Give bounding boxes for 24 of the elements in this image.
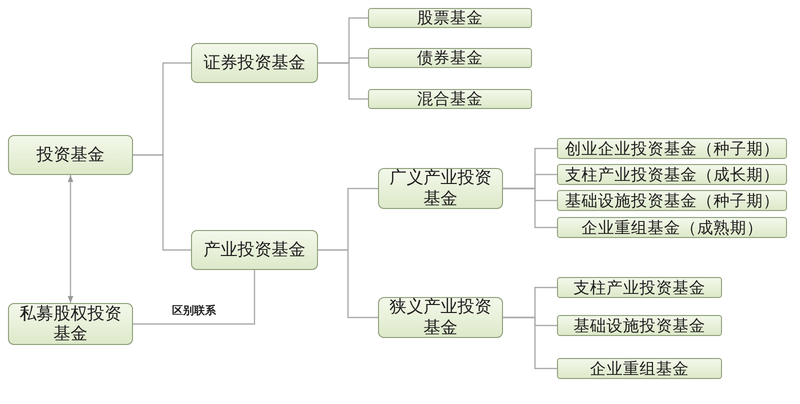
connector-line xyxy=(133,270,256,325)
category-box: 广义产业投资基金 xyxy=(378,168,503,209)
category-box: 产业投资基金 xyxy=(191,230,318,270)
fund-type-box: 股票基金 xyxy=(368,8,532,28)
fund-type-box: 支柱产业投资基金（成长期） xyxy=(557,164,787,185)
category-box: 私募股权投资基金 xyxy=(8,303,133,345)
bracket-connector xyxy=(318,249,378,318)
bracket-connector xyxy=(503,316,557,370)
double-arrow xyxy=(68,175,74,303)
bracket-connector xyxy=(133,154,191,251)
fund-type-box: 企业重组基金（成熟期） xyxy=(557,217,787,238)
category-box: 投资基金 xyxy=(8,135,133,175)
fund-type-box: 混合基金 xyxy=(368,89,532,109)
fund-type-box: 基础设施投资基金 xyxy=(557,315,722,336)
category-box: 证券投资基金 xyxy=(191,43,318,83)
fund-type-box: 债券基金 xyxy=(368,48,532,68)
fund-type-box: 创业企业投资基金（种子期） xyxy=(557,138,787,159)
fund-type-box: 支柱产业投资基金 xyxy=(557,277,722,298)
fund-type-box: 企业重组基金 xyxy=(557,358,722,379)
edge-label: 区别联系 xyxy=(170,303,218,318)
bracket-connector xyxy=(503,188,557,228)
fund-type-box: 基础设施投资基金（种子期） xyxy=(557,190,787,211)
bracket-connector xyxy=(318,62,368,100)
category-box: 狭义产业投资基金 xyxy=(378,297,503,338)
